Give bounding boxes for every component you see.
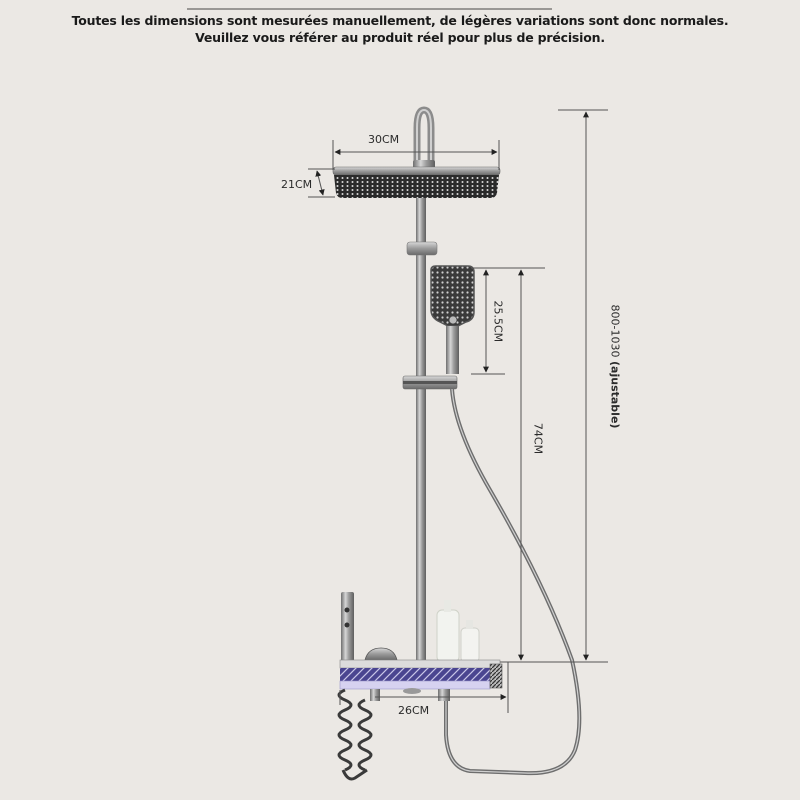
disclaimer-line-1: Toutes les dimensions sont mesurées manu… (71, 13, 729, 28)
shower-hose (444, 388, 582, 776)
top-divider (187, 8, 552, 10)
dimension-lines (308, 109, 608, 713)
control-dial (364, 647, 398, 661)
dim-label-head-width: 30CM (368, 133, 400, 146)
hand-shower (430, 265, 475, 374)
coiled-hose (337, 688, 373, 781)
total-height-value: 800-1030 (608, 304, 622, 358)
soap-bottles (436, 600, 480, 663)
rain-shower-head (332, 166, 501, 198)
slide-rail (416, 190, 426, 660)
disclaimer-line-2: Veuillez vous référer au produit réel po… (195, 30, 605, 45)
rail-bracket-upper (406, 241, 438, 256)
shower-arm (413, 106, 435, 169)
dim-label-hand-shower: 25.5CM (491, 300, 505, 343)
dim-label-head-depth: 21CM (281, 178, 313, 191)
hand-shower-holder (402, 375, 458, 390)
dim-label-shelf-width: 26CM (398, 704, 430, 717)
dim-label-total-height: 800-1030 (ajustable) (609, 292, 622, 442)
bidet-sprayer (341, 592, 354, 662)
thermostatic-shelf (339, 659, 503, 701)
total-height-note: (ajustable) (608, 361, 622, 429)
dim-label-74cm: 74CM (531, 422, 545, 455)
